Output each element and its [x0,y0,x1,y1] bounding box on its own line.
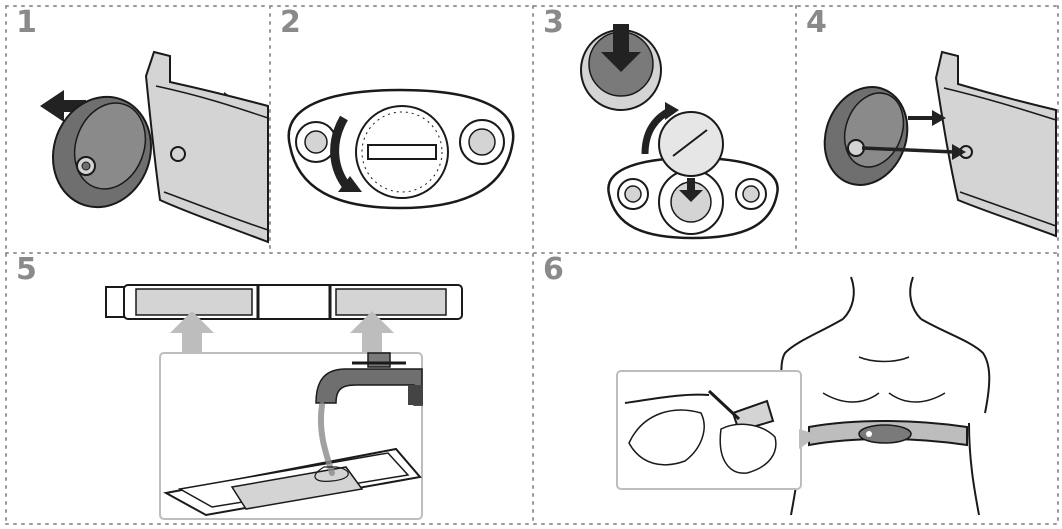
step-5-panel: 5 [6,253,533,524]
step-2-panel: 2 [270,6,533,253]
water-tap-icon [315,352,423,406]
step-6-panel: 6 [533,253,1058,524]
arrow-icon [908,110,946,126]
step-3-panel: 3 [533,6,796,253]
arrow-icon [861,144,966,160]
chest-strap-icon [808,420,968,447]
arrow-icon [330,115,362,192]
arrow-icon [799,429,819,449]
sensor-pod-icon [51,95,153,209]
battery-cover-icon [658,111,724,177]
step-5-number: 5 [16,252,37,287]
step-5-illustration [105,284,463,520]
step-3-illustration [580,24,779,240]
arrow-icon [350,311,394,353]
step-4-number: 4 [806,5,827,40]
chest-strap-icon [934,50,1057,238]
step-6-illustration [616,276,991,516]
step-6-number: 6 [543,252,564,287]
arrow-icon [170,311,214,353]
arrow-icon [601,24,641,72]
chest-strap-icon [144,50,269,244]
torso-icon [780,276,991,516]
sensor-pod-icon [823,86,909,186]
arrow-icon [679,178,703,202]
step-2-illustration [287,88,515,210]
arrow-icon [40,90,86,122]
step-4-panel: 4 [796,6,1058,253]
step-1-number: 1 [16,5,37,40]
step-1-panel: 1 [6,6,270,253]
step-2-number: 2 [280,5,301,40]
chest-strap-icon [105,284,463,320]
arrow-icon [641,102,679,155]
step-3-number: 3 [543,5,564,40]
battery-cover-icon [355,105,449,199]
step-4-illustration [823,50,1057,238]
step-1-illustration [40,50,269,244]
